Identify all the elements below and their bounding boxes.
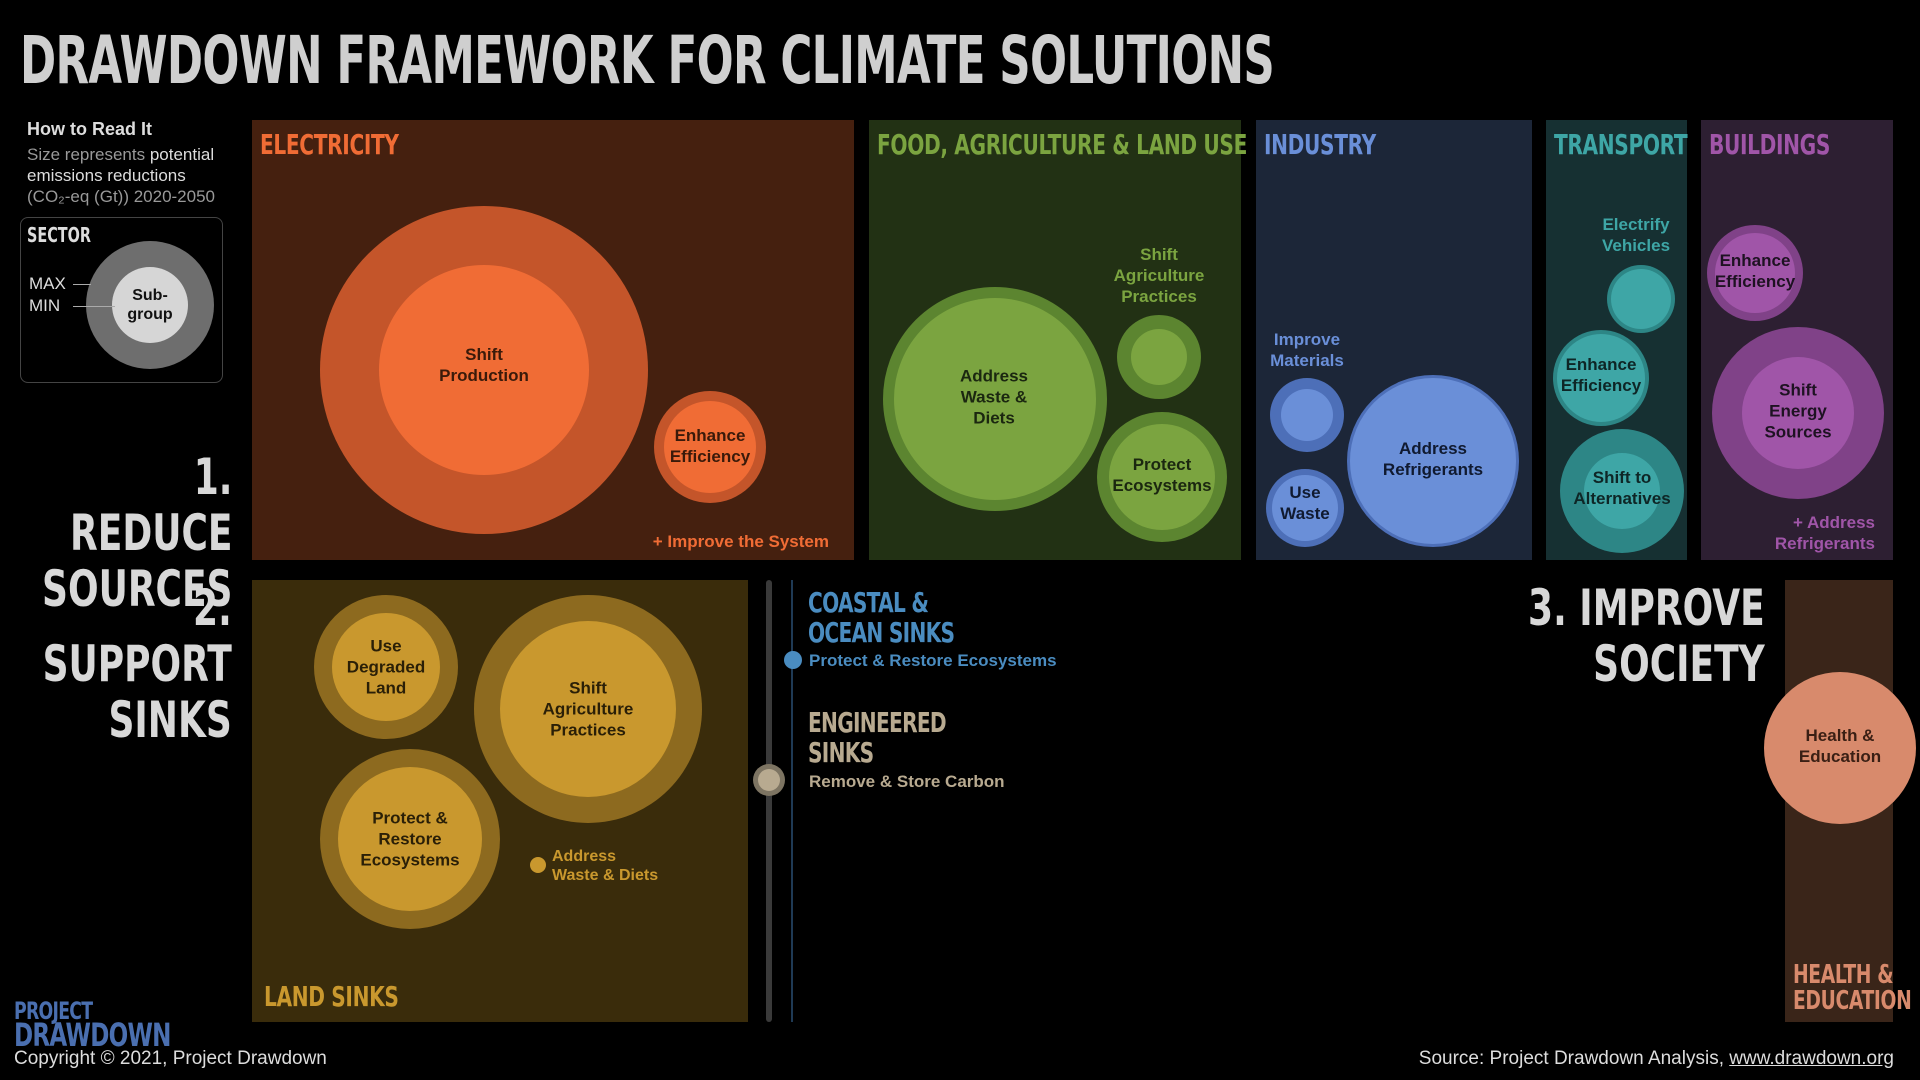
transport-shift-alternatives-label: Shift to Alternatives [1573, 468, 1671, 508]
health-education-circle [1764, 672, 1916, 824]
land-waste-diets-label: Address Waste & Diets [552, 848, 659, 884]
copyright: Copyright © 2021, Project Drawdown [14, 1048, 327, 1069]
industry-refrigerants-min [1350, 378, 1516, 544]
legend-max-leader [73, 284, 91, 285]
legend-min-leader [73, 306, 115, 307]
industry-improve-materials-min [1281, 389, 1333, 441]
buildings-note: + Address Refrigerants [1774, 513, 1875, 553]
legend-max-label: MAX [29, 274, 66, 293]
coastal-subgroup-label: Protect & Restore Ecosystems [809, 651, 1057, 670]
legend-heading: How to Read It [27, 119, 152, 139]
electricity-shift-production-min [379, 265, 589, 475]
land-protect-restore-label: Protect & Restore Ecosystems [360, 808, 460, 870]
industry-use-waste-min [1272, 475, 1338, 541]
legend-line3: (CO₂-eq (Gt)) 2020-2050 [27, 187, 216, 206]
sector-health-title: HEALTH & EDUCATION [1793, 960, 1912, 1016]
buildings-shift-energy-label: Shift Energy Sources [1764, 380, 1832, 442]
land-protect-restore-min [338, 767, 482, 911]
sector-engineered-title: ENGINEERED SINKS [808, 706, 947, 769]
sector-buildings-title: BUILDINGS [1709, 128, 1831, 161]
page-title: DRAWDOWN FRAMEWORK FOR CLIMATE SOLUTIONS [20, 22, 1275, 99]
food-protect-ecosystems-label: Protect Ecosystems [1112, 455, 1212, 495]
section-reduce-sources: 1. REDUCE SOURCES [41, 448, 233, 618]
food-protect-ecosystems-min [1109, 424, 1215, 530]
land-shift-agriculture-label: Shift Agriculture Practices [542, 678, 634, 740]
sector-buildings: BUILDINGS Enhance Efficiency Shift Energ… [1701, 120, 1893, 560]
buildings-enhance-efficiency-label: Enhance Efficiency [1714, 251, 1796, 291]
legend-box: SECTOR Sub- group MAX MIN [20, 217, 223, 383]
land-shift-agriculture-min [500, 621, 676, 797]
sector-food-agriculture: FOOD, AGRICULTURE & LAND USE Address Was… [869, 120, 1247, 560]
health-education-label: Health & Education [1798, 726, 1882, 766]
industry-improve-materials-label: Improve Materials [1270, 330, 1344, 370]
land-degraded-min [332, 613, 440, 721]
sector-land-sinks: Use Degraded Land Shift Agriculture Prac… [252, 580, 748, 1022]
engineered-sinks-line [766, 580, 772, 1022]
legend-box-title: SECTOR [27, 223, 91, 247]
coastal-dot [784, 651, 802, 669]
legend-line1-b: potential [149, 145, 215, 164]
transport-enhance-efficiency-min [1557, 334, 1645, 422]
logo-project: PROJECT [14, 997, 93, 1025]
electricity-note: + Improve the System [652, 532, 829, 551]
buildings-enhance-efficiency-min [1715, 233, 1795, 313]
section-support-sinks: 2. SUPPORT SINKS [42, 579, 233, 749]
electricity-enhance-efficiency-min [664, 401, 756, 493]
food-waste-diets-label: Address Waste & Diets [959, 366, 1029, 428]
legend-description: Size represents potential emissions redu… [27, 144, 215, 207]
transport-electrify-vehicles-label: Electrify Vehicles [1601, 215, 1671, 255]
food-shift-agriculture-label: Shift Agriculture Practices [1113, 245, 1205, 306]
sector-coastal-title: COASTAL & OCEAN SINKS [808, 586, 955, 649]
sector-industry-title: INDUSTRY [1264, 128, 1376, 161]
legend-min-label: MIN [29, 296, 61, 315]
electricity-enhance-efficiency-label: Enhance Efficiency [669, 426, 751, 466]
transport-enhance-efficiency-label: Enhance Efficiency [1560, 355, 1642, 395]
engineered-dot-inner [758, 769, 780, 791]
food-shift-agriculture-min [1131, 329, 1187, 385]
industry-use-waste-label: Use Waste [1280, 483, 1330, 523]
land-degraded-label: Use Degraded Land [346, 636, 426, 698]
transport-electrify-vehicles-min [1611, 269, 1671, 329]
engineered-subgroup-label: Remove & Store Carbon [809, 772, 1005, 791]
food-waste-diets-min [894, 298, 1096, 500]
sector-land-sinks-title: LAND SINKS [264, 980, 399, 1013]
transport-shift-alternatives-min [1584, 453, 1660, 529]
buildings-shift-energy-min [1742, 357, 1854, 469]
source-link[interactable]: www.drawdown.org [1729, 1048, 1894, 1069]
sector-transport-title: TRANSPORT [1554, 128, 1688, 161]
sector-industry: INDUSTRY Improve Materials Use Waste Add… [1256, 120, 1532, 560]
legend-line1-a: Size represents [27, 145, 150, 164]
sector-transport: TRANSPORT Electrify Vehicles Enhance Eff… [1546, 120, 1688, 560]
section-improve-society: 3. IMPROVE SOCIETY [1528, 579, 1765, 693]
land-waste-diets-dot [530, 857, 546, 873]
industry-refrigerants-label: Address Refrigerants [1382, 439, 1484, 479]
legend-min-circle [112, 267, 188, 343]
legend-subgroup-label: Sub- group [127, 287, 173, 323]
legend-line2: emissions reductions [27, 166, 186, 185]
logo-drawdown: DRAWDOWN [14, 1016, 171, 1054]
sector-electricity-title: ELECTRICITY [260, 128, 399, 161]
electricity-shift-production-label: Shift Production [439, 345, 529, 385]
sector-food-title: FOOD, AGRICULTURE & LAND USE [877, 128, 1248, 161]
coastal-sinks-line [791, 580, 793, 1022]
sector-electricity: ELECTRICITY Shift Production Enhance Eff… [252, 120, 854, 560]
source-credit: Source: Project Drawdown Analysis, www.d… [1419, 1048, 1894, 1070]
source-prefix: Source: Project Drawdown Analysis, [1418, 1048, 1730, 1069]
